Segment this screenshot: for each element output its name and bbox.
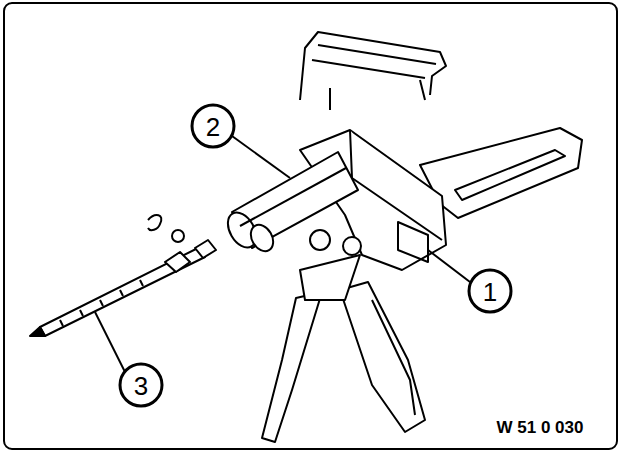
bracket-detail [312,45,436,110]
frame-border [4,3,617,449]
cartridge-seam [240,168,346,226]
callout-circle [192,105,234,147]
figure-code: W 51 0 030 [497,419,584,436]
leader-line [232,136,290,178]
lever-pivot [310,230,330,250]
callout-number: 3 [134,373,148,399]
cap [148,215,161,230]
handle [340,282,425,432]
callout-circle [469,270,511,312]
gun-drawing [4,3,617,449]
plunger-rail [420,128,582,218]
leader-line [95,312,125,372]
nozzle-ribs [60,280,143,326]
leader-line [428,250,470,282]
rail-slot [455,150,565,200]
top-bracket [300,32,446,100]
cap-ring [172,230,184,242]
callout-number: 2 [206,114,220,140]
lever-pivot [343,237,361,255]
nozzle-nut [165,252,190,272]
nozzle-tip [30,327,45,336]
trigger [262,292,322,442]
mixing-nozzle [40,247,205,336]
handle-detail [372,300,415,415]
nozzle-nut [195,240,216,258]
callout-circle [120,364,162,406]
callout-number: 1 [483,279,497,305]
body-detail [300,130,442,300]
cartridge-end [246,221,277,255]
